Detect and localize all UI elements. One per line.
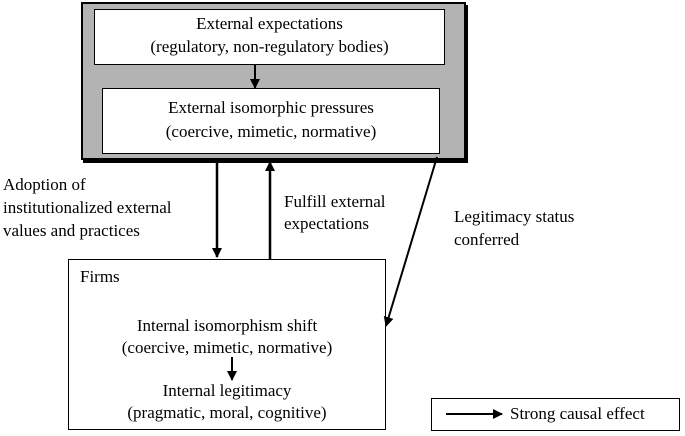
internal-legitimacy-title: Internal legitimacy (162, 381, 292, 400)
adoption-label-line1: Adoption of (3, 175, 86, 194)
legitimacy-status-arrow (383, 156, 438, 327)
firms-title: Firms (80, 267, 120, 286)
external-expectations-box (94, 9, 445, 65)
legend-label: Strong causal effect (510, 404, 645, 423)
internal-legitimacy-subtitle: (pragmatic, moral, cognitive) (127, 403, 327, 422)
external-pressures-title: External isomorphic pressures (168, 98, 374, 117)
legitimacy-label-line2: conferred (454, 230, 520, 249)
external-expectations-subtitle: (regulatory, non-regulatory bodies) (150, 37, 389, 56)
external-pressures-subtitle: (coercive, mimetic, normative) (165, 122, 377, 141)
adoption-label-line3: values and practices (3, 221, 140, 240)
external-pressures-box (102, 88, 440, 154)
external-expectations-title: External expectations (196, 14, 343, 33)
legitimacy-label-line1: Legitimacy status (454, 207, 575, 226)
firms-box (68, 259, 386, 430)
internal-shift-title: Internal isomorphism shift (136, 316, 318, 335)
fulfill-label-line1: Fulfill external (284, 192, 386, 211)
internal-shift-subtitle: (coercive, mimetic, normative) (121, 338, 333, 357)
fulfill-label-line2: expectations (284, 214, 369, 233)
adoption-label-line2: institutionalized external (3, 198, 172, 217)
